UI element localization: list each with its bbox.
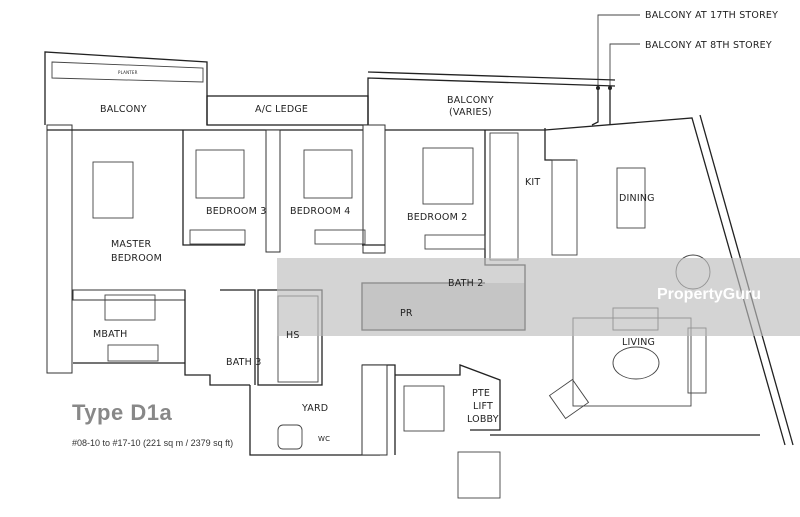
svg-text:PR: PR bbox=[400, 308, 413, 319]
svg-text:A/C LEDGE: A/C LEDGE bbox=[255, 104, 308, 115]
svg-text:LIFT: LIFT bbox=[473, 401, 493, 412]
svg-text:PTE: PTE bbox=[472, 388, 490, 399]
svg-text:PLANTER: PLANTER bbox=[118, 70, 138, 75]
svg-text:BEDROOM 3: BEDROOM 3 bbox=[206, 206, 266, 217]
svg-text:YARD: YARD bbox=[301, 403, 328, 414]
svg-text:BATH 2: BATH 2 bbox=[448, 278, 484, 289]
svg-text:LIVING: LIVING bbox=[622, 337, 655, 348]
svg-text:MASTER: MASTER bbox=[111, 239, 152, 250]
svg-text:BALCONY AT 17TH STOREY: BALCONY AT 17TH STOREY bbox=[645, 10, 778, 21]
svg-text:BALCONY: BALCONY bbox=[447, 95, 494, 106]
svg-text:BEDROOM 2: BEDROOM 2 bbox=[407, 212, 467, 223]
plan-type-title: Type D1a bbox=[72, 400, 173, 425]
svg-text:BALCONY: BALCONY bbox=[100, 104, 147, 115]
svg-text:BATH 3: BATH 3 bbox=[226, 357, 262, 368]
svg-text:DINING: DINING bbox=[619, 193, 655, 204]
svg-text:MBATH: MBATH bbox=[93, 329, 127, 340]
room-labels: PLANTER BALCONY A/C LEDGE BALCONY (VARIE… bbox=[93, 10, 778, 443]
plan-area-caption: #08-10 to #17-10 (221 sq m / 2379 sq ft) bbox=[72, 438, 234, 448]
svg-text:HS: HS bbox=[286, 330, 300, 341]
watermark-band bbox=[277, 258, 800, 336]
svg-text:BEDROOM 4: BEDROOM 4 bbox=[290, 206, 350, 217]
svg-text:BEDROOM: BEDROOM bbox=[111, 253, 162, 264]
svg-text:LOBBY: LOBBY bbox=[467, 414, 499, 425]
svg-text:(VARIES): (VARIES) bbox=[449, 107, 492, 118]
balcony-left bbox=[44, 51, 208, 125]
svg-text:WC: WC bbox=[318, 435, 330, 443]
watermark-logo: PropertyGuru bbox=[657, 286, 762, 303]
balcony-varies bbox=[367, 71, 616, 126]
svg-text:BALCONY AT 8TH STOREY: BALCONY AT 8TH STOREY bbox=[645, 40, 772, 51]
callout-lines bbox=[597, 14, 640, 95]
svg-text:KIT: KIT bbox=[525, 177, 540, 188]
